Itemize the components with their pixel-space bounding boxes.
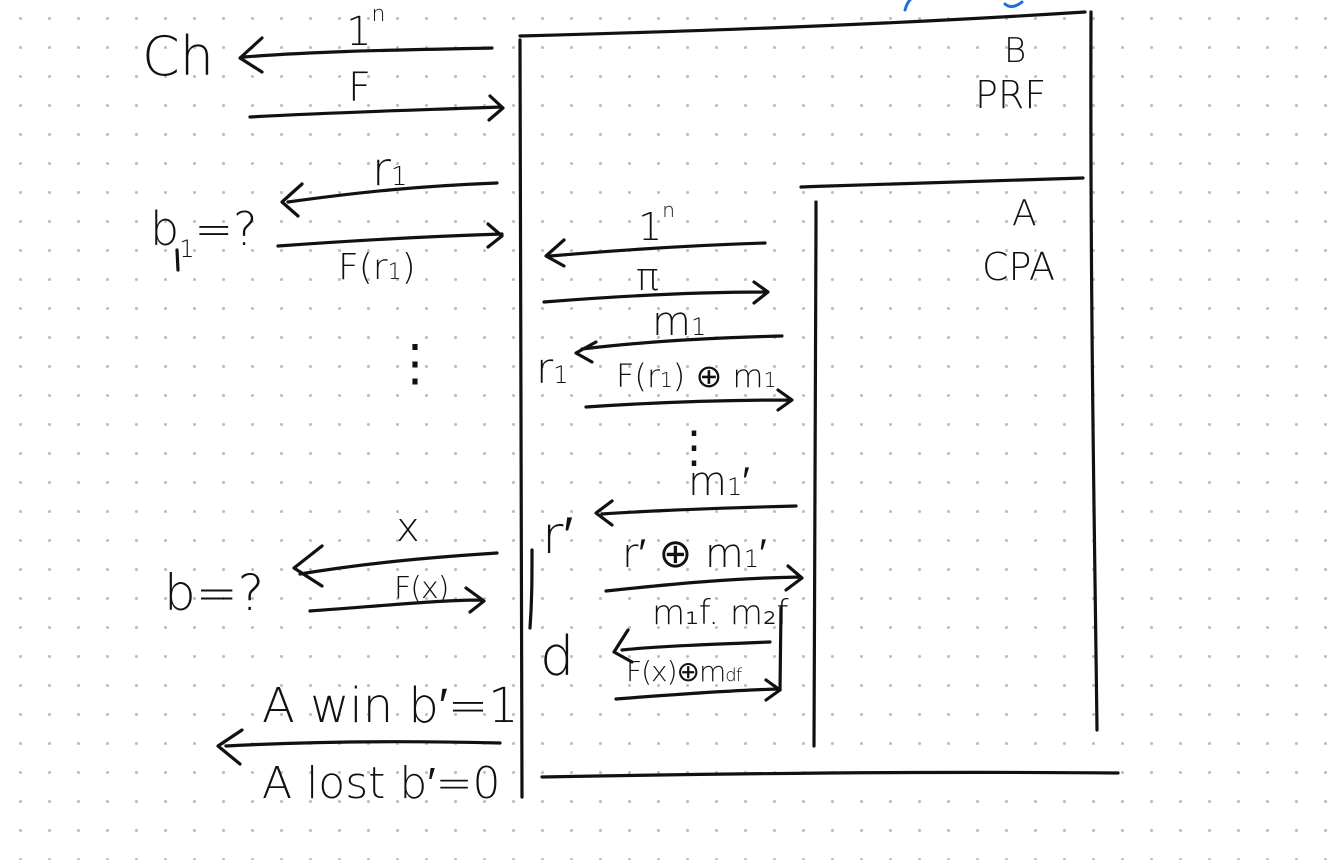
inner-enc1-sub: 1 — [660, 368, 673, 392]
inner-vdots: ⋮ — [672, 422, 716, 473]
arrow-challenge-ct-to-a — [614, 678, 782, 702]
box-a-outline — [799, 176, 1085, 748]
inner-m1p-sub: 1 — [726, 473, 743, 501]
inner-challenge-msgs: m₁f. m₂f — [652, 593, 789, 633]
inner-r1-r: r — [536, 344, 554, 393]
box-a-name: A — [1012, 193, 1037, 234]
query-bit-label: b1=? — [150, 206, 257, 261]
arrow-challenge-msgs-from-a — [612, 606, 783, 692]
arrow-fx-response — [308, 586, 486, 614]
box-b-wall-mark — [528, 548, 534, 630]
arrow-pi-to-b — [542, 280, 770, 305]
inner-m1p-prime: ′ — [742, 459, 750, 505]
box-a-type: CPA — [982, 245, 1056, 289]
box-b-name: B — [1004, 31, 1027, 71]
arrow-f-to-b — [248, 94, 505, 122]
arrow-x-challenge — [292, 544, 499, 588]
arrow-fr1-response — [276, 222, 504, 249]
inner-enc1-label: F(r1) ⊕ m1 — [616, 360, 776, 392]
inner-d-label: d — [540, 625, 575, 688]
response-fx-label: F(x) — [394, 571, 449, 606]
inner-ct-head: F(x)⊕m — [626, 655, 726, 688]
challenger-label: Ch — [142, 25, 214, 88]
query-r1-sub: 1 — [390, 162, 408, 192]
inner-challenge-ct: F(x)⊕mdf — [626, 655, 742, 688]
inner-r1-sub: 1 — [553, 361, 569, 389]
arrow-enc1-to-a — [584, 388, 794, 412]
box-b-outline — [518, 10, 1120, 799]
final-bit-prompt: b=? — [164, 564, 265, 622]
box-b-type: PRF — [975, 73, 1047, 117]
query-bit-suffix: =? — [194, 202, 258, 256]
inner-pi-label: π — [636, 255, 659, 299]
inner-ct-sub: df — [725, 665, 742, 686]
left-f-label: F — [348, 65, 372, 111]
inner-m1-sub: 1 — [690, 313, 707, 341]
challenge-x-label: x — [396, 505, 420, 551]
inner-rprime-label: r′ — [542, 506, 574, 566]
inner-enc1-tail: ) ⊕ m — [672, 357, 764, 395]
query-bit-b: b — [150, 202, 180, 256]
inner-m1p-label: m1′ — [688, 462, 750, 502]
left-vdots: ⋮ — [390, 334, 440, 392]
inner-r1-label: r1 — [536, 348, 569, 390]
inner-m1-label: m1 — [652, 302, 706, 342]
inner-m1p-m: m — [688, 459, 727, 505]
arrow-m1-from-a — [574, 334, 784, 364]
inner-encp-head: r′ ⊕ m — [622, 531, 744, 577]
response-fr1-label: F(r1) — [338, 250, 416, 286]
response-fr1-head: F(r — [338, 247, 388, 288]
arrow-r1-query — [280, 181, 499, 218]
response-fr1-tail: ) — [401, 247, 416, 288]
arrow-encp-to-a — [604, 564, 804, 593]
arrow-1n-to-ch — [238, 36, 494, 74]
query-r1-label: r1 — [372, 146, 407, 192]
arrow-outcome — [216, 728, 502, 766]
inner-enc1-head: F(r — [616, 357, 661, 395]
inner-encp-sub: 1 — [743, 545, 760, 573]
outcome-lost: A lost b′=0 — [262, 758, 501, 809]
response-fr1-sub: 1 — [387, 260, 402, 285]
query-bit-sub: 1 — [179, 235, 195, 263]
left-1n-exp: n — [371, 2, 386, 27]
arrow-1n-to-a — [544, 238, 767, 268]
blue-pen-stroke — [903, 0, 1024, 12]
outcome-win: A win b′=1 — [262, 678, 519, 734]
inner-enc1-tail-sub: 1 — [763, 368, 777, 392]
arrow-m1p-from-a — [594, 499, 798, 527]
query-r1-r: r — [372, 142, 391, 196]
left-1n-base: 1 — [346, 9, 372, 55]
inner-1n-exp: n — [662, 198, 675, 222]
inner-m1-m: m — [652, 299, 691, 345]
b1-subscript-stroke — [175, 248, 180, 272]
inner-1n-base: 1 — [638, 205, 663, 249]
inner-encp-prime: ′ — [759, 531, 767, 577]
inner-encp-label: r′ ⊕ m1′ — [622, 534, 767, 574]
